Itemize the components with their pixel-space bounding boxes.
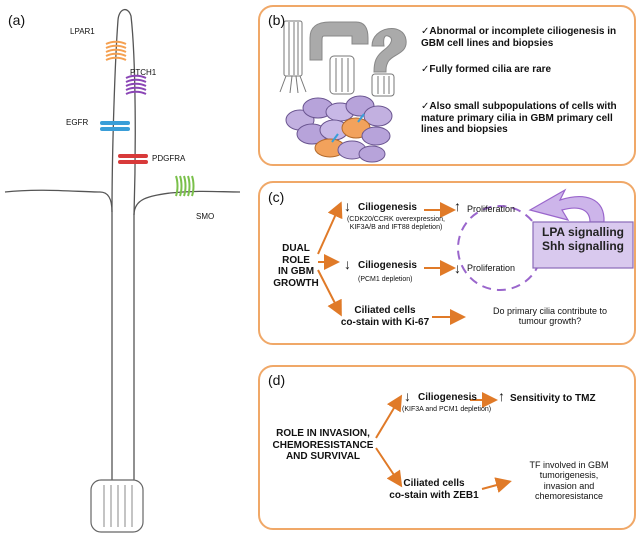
smo-receptor xyxy=(175,175,195,197)
pdgfra-label: PDGFRA xyxy=(152,154,186,163)
lpar1-receptor xyxy=(105,40,127,61)
panel-c-arrows xyxy=(317,201,466,325)
proliferation-2: Proliferation xyxy=(467,263,516,273)
basal-body xyxy=(90,479,144,533)
bullet-2: ✓Fully formed cilia are rare xyxy=(421,64,552,75)
ptch1-label: PTCH1 xyxy=(130,68,157,77)
check-icon: ✓ xyxy=(421,64,430,75)
smo-label: SMO xyxy=(196,212,215,221)
cilium-axoneme xyxy=(111,9,136,216)
lpar1-label: LPAR1 xyxy=(70,27,95,36)
feedback-arrow xyxy=(528,188,605,223)
invasion-role-label: ROLE IN INVASION,CHEMORESISTANCE AND SUR… xyxy=(272,428,374,462)
ciliogenesis-2: Ciliogenesis xyxy=(358,260,417,271)
ciliogenesis-1-note: (CDK20/CCRK overexpression,KIF3A/B and I… xyxy=(346,216,446,232)
egfr-receptor xyxy=(100,121,130,131)
down-arrow: ↓ xyxy=(404,388,411,404)
ciliogenesis-d: Ciliogenesis xyxy=(418,392,477,403)
up-arrow: ↑ xyxy=(454,198,461,214)
down-arrow: ↓ xyxy=(454,260,461,276)
down-arrow: ↓ xyxy=(344,198,351,214)
egfr-label: EGFR xyxy=(66,118,89,127)
panel-d-letter: (d) xyxy=(268,372,286,388)
check-icon: ✓ xyxy=(421,26,430,37)
signalling-box xyxy=(532,221,634,269)
ptch1-receptor xyxy=(125,74,147,95)
pdgfra-receptor xyxy=(118,154,148,164)
bullet-1: ✓Abnormal or incomplete ciliogenesis in … xyxy=(421,26,617,49)
bullet-3: ✓Also small subpopulations of cells with… xyxy=(421,101,617,135)
ciliogenesis-2-note: (PCM1 depletion) xyxy=(358,276,413,283)
cilia-illustration xyxy=(279,20,407,97)
check-icon: ✓ xyxy=(421,101,430,112)
panel-a-letter: (a) xyxy=(8,12,26,28)
panel-a-cell-membrane xyxy=(4,189,241,480)
panel-d-box xyxy=(258,365,636,530)
panel-b-letter: (b) xyxy=(268,12,286,28)
gbm-cell-cluster xyxy=(285,95,393,163)
ciliogenesis-1: Ciliogenesis xyxy=(358,202,417,213)
proliferation-1: Proliferation xyxy=(467,204,516,214)
panel-c-letter: (c) xyxy=(268,189,285,205)
panel-d-arrows xyxy=(375,392,512,493)
sensitivity-tmz: Sensitivity to TMZ xyxy=(510,393,596,404)
down-arrow: ↓ xyxy=(344,256,351,272)
up-arrow: ↑ xyxy=(498,388,505,404)
ciliogenesis-d-note: (KIF3A and PCM1 depletion) xyxy=(402,406,492,413)
